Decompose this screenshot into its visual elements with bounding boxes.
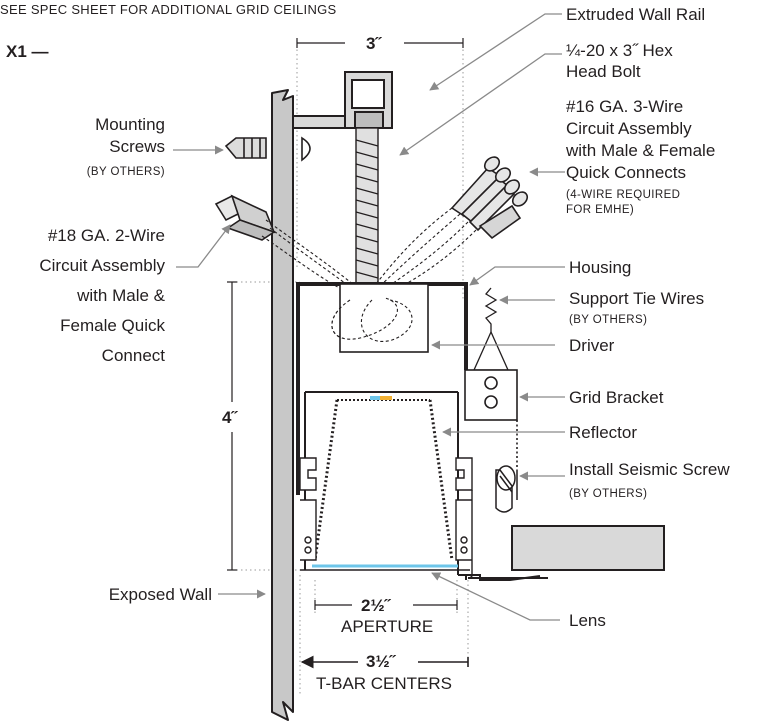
three-wire-quick-connects: [450, 156, 529, 240]
label-mounting-line1: Mounting: [95, 115, 165, 134]
label-seismic-line1: Install Seismic Screw: [569, 460, 730, 479]
label-reflector: Reflector: [569, 423, 637, 442]
label-mounting-line3: (BY OTHERS): [87, 166, 165, 178]
label-housing: Housing: [569, 258, 631, 277]
spec-sheet-note: SEE SPEC SHEET FOR ADDITIONAL GRID CEILI…: [0, 2, 337, 17]
label-driver: Driver: [569, 336, 615, 355]
dimension-tbar: [300, 655, 469, 669]
extruded-wall-rail: [292, 71, 393, 129]
aperture-value: 2½˝: [361, 596, 392, 615]
x1-marker: X1 —: [6, 42, 49, 61]
label-circuit16-line2: Circuit Assembly: [566, 119, 692, 138]
label-circuit16-line5: (4-WIRE REQUIRED: [566, 189, 680, 201]
label-circuit16-line6: FOR EMHE): [566, 204, 634, 216]
ceiling-tile: [511, 525, 665, 571]
label-tie-wires-line2: (BY OTHERS): [569, 314, 647, 326]
label-circuit16-line1: #16 GA. 3-Wire: [566, 97, 683, 116]
tbar-label: T-BAR CENTERS: [316, 674, 452, 693]
dimension-3in: [296, 38, 464, 48]
label-circuit18-line1: #18 GA. 2-Wire: [48, 226, 165, 245]
label-circuit16-line3: with Male & Female: [565, 141, 715, 160]
hex-head-bolt: [351, 127, 383, 299]
dimension-aperture: [314, 600, 458, 610]
label-seismic-line2: (BY OTHERS): [569, 488, 647, 500]
label-circuit18-line2: Circuit Assembly: [39, 256, 165, 275]
label-tie-wires-line1: Support Tie Wires: [569, 289, 704, 308]
label-circuit18-line3: with Male &: [76, 286, 166, 305]
driver-box: [339, 283, 429, 353]
t-bar: [458, 574, 548, 581]
leader-lines: [173, 13, 565, 621]
mounting-screw: [224, 136, 311, 162]
label-circuit16-line4: Quick Connects: [566, 163, 686, 182]
tbar-value: 3½˝: [366, 652, 397, 671]
dimension-4in-label: 4˝: [222, 408, 238, 427]
two-wire-connector: [214, 194, 276, 241]
label-hex-bolt-line2: Head Bolt: [566, 62, 641, 81]
housing: [296, 282, 468, 495]
aperture-label: APERTURE: [341, 617, 433, 636]
side-channels: [299, 457, 473, 579]
label-grid-bracket: Grid Bracket: [569, 388, 664, 407]
grid-bracket: [464, 369, 518, 470]
label-mounting-line2: Screws: [109, 137, 165, 156]
extension-guides: [232, 45, 469, 695]
reflector: [304, 391, 459, 575]
label-extruded-wall-rail: Extruded Wall Rail: [566, 5, 705, 24]
label-circuit18-line4: Female Quick: [60, 316, 165, 335]
exposed-wall: [271, 89, 294, 721]
label-circuit18-line5: Connect: [102, 346, 166, 365]
dimension-4in: [227, 281, 237, 571]
dimension-3in-label: 3˝: [366, 34, 382, 53]
label-exposed-wall: Exposed Wall: [109, 585, 212, 604]
label-lens: Lens: [569, 611, 606, 630]
seismic-screw: [495, 465, 518, 513]
label-hex-bolt-line1: ¼-20 x 3˝ Hex: [566, 41, 673, 60]
